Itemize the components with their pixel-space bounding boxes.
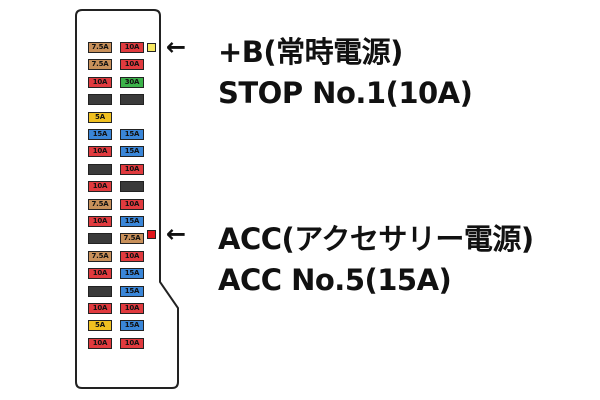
fuse-10A: 10A: [88, 338, 112, 349]
fuse-15A: 15A: [120, 129, 144, 140]
acc-label-power: ACC(アクセサリー電源): [218, 222, 534, 256]
fuse-10A: 10A: [88, 216, 112, 227]
fuse-10A: 10A: [120, 338, 144, 349]
fuse-10A: 10A: [88, 303, 112, 314]
fuse-30A: 30A: [120, 77, 144, 88]
fuse-7_5A: 7.5A: [88, 199, 112, 210]
fuse-10A: 10A: [120, 164, 144, 175]
fuse-10A: 10A: [120, 42, 144, 53]
fuse-slot-empty: [88, 164, 112, 175]
stop-fuse-marker: [147, 43, 156, 52]
fuse-10A: 10A: [88, 181, 112, 192]
fuse-15A: 15A: [120, 268, 144, 279]
acc-fuse-marker: [147, 230, 156, 239]
fuse-7_5A: 7.5A: [88, 251, 112, 262]
fuse-slot-empty: [88, 286, 112, 297]
fuse-15A: 15A: [88, 129, 112, 140]
fuse-15A: 15A: [120, 286, 144, 297]
fuse-10A: 10A: [120, 251, 144, 262]
fuse-15A: 15A: [120, 146, 144, 157]
fuse-10A: 10A: [120, 59, 144, 70]
stop-label-fuse: STOP No.1(10A): [218, 76, 473, 110]
fuse-slot-empty: [88, 233, 112, 244]
fuse-slot-empty: [120, 94, 144, 105]
fuse-10A: 10A: [88, 146, 112, 157]
fuse-slot-empty: [120, 181, 144, 192]
fuse-15A: 15A: [120, 216, 144, 227]
fuse-box-outline: [75, 9, 179, 389]
fuse-7_5A: 7.5A: [88, 59, 112, 70]
acc-label-fuse: ACC No.5(15A): [218, 263, 452, 297]
fuse-7_5A: 7.5A: [88, 42, 112, 53]
acc-arrow-icon: ←: [166, 220, 187, 248]
fuse-slot-empty: [88, 94, 112, 105]
fuse-5A: 5A: [88, 112, 112, 123]
fuse-10A: 10A: [120, 303, 144, 314]
fuse-5A: 5A: [88, 320, 112, 331]
stop-label-power: +B(常時電源): [218, 35, 403, 69]
fuse-10A: 10A: [88, 268, 112, 279]
fuse-15A: 15A: [120, 320, 144, 331]
stop-arrow-icon: ←: [166, 33, 187, 61]
fuse-10A: 10A: [120, 199, 144, 210]
fuse-10A: 10A: [88, 77, 112, 88]
fuse-7_5A: 7.5A: [120, 233, 144, 244]
